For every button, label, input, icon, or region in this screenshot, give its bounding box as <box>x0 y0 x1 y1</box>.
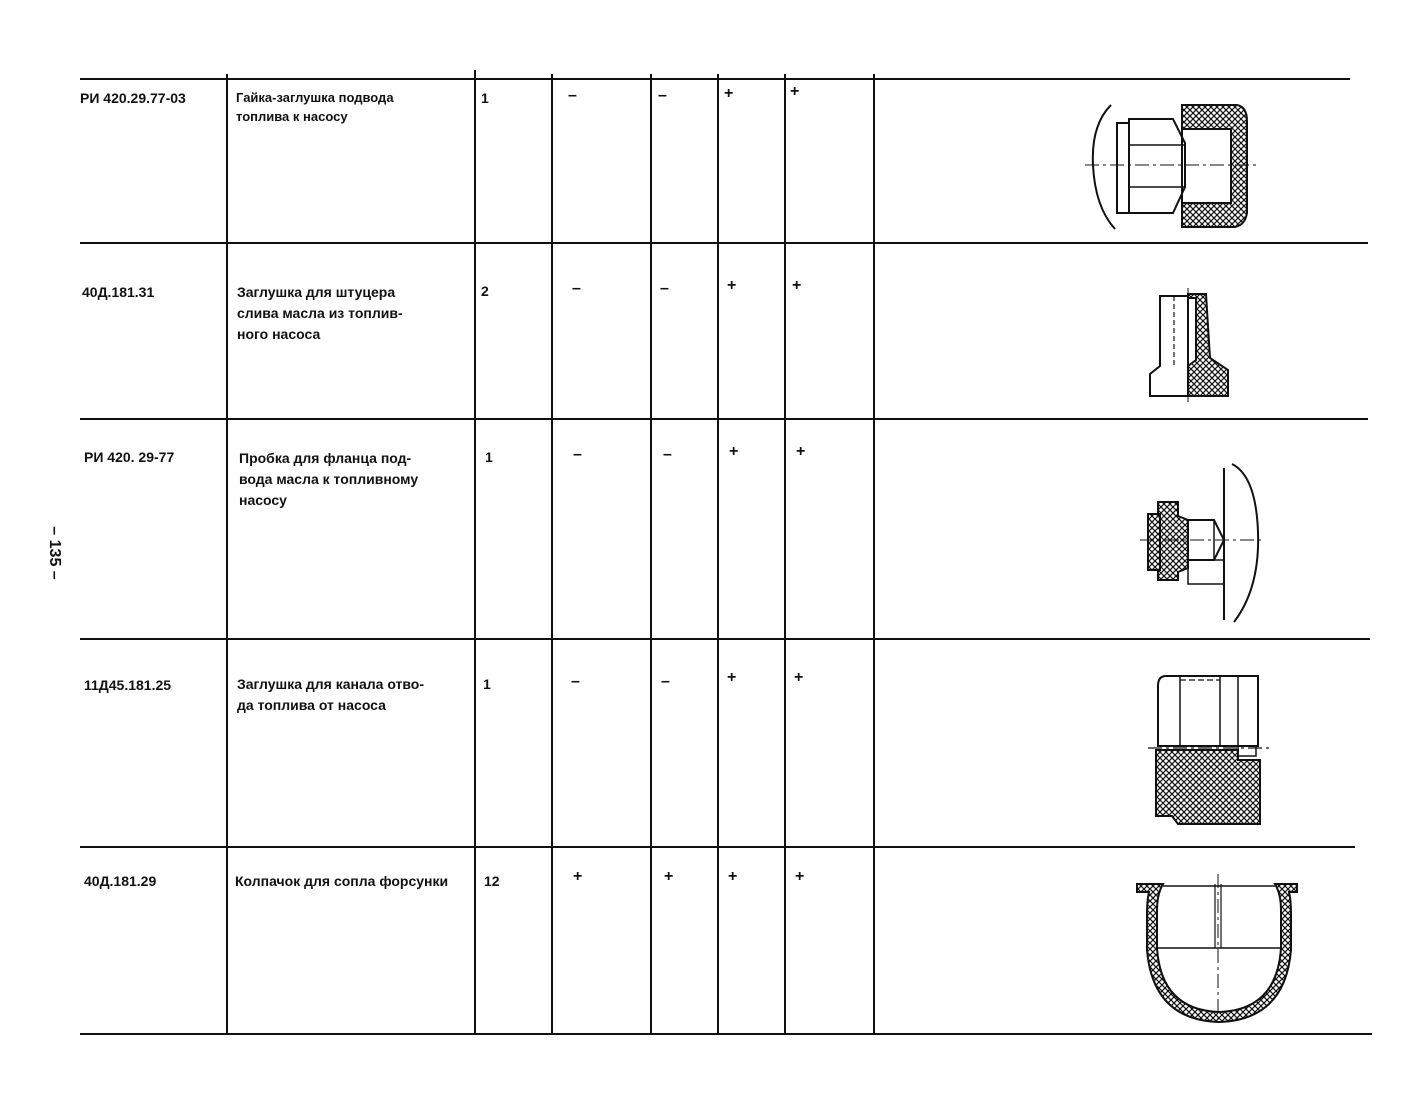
quantity: 1 <box>485 449 493 465</box>
mark-col-1: – <box>568 87 577 104</box>
mark-col-2: – <box>660 280 669 297</box>
mark-col-2: + <box>664 868 674 885</box>
part-code: 11Д45.181.25 <box>84 677 172 693</box>
quantity: 12 <box>484 873 500 889</box>
mark-col-1: – <box>571 673 580 690</box>
mark-col-4: + <box>795 868 805 885</box>
flange-stopper-drawing <box>1140 463 1264 623</box>
mark-col-2: – <box>658 87 667 104</box>
column-separator <box>784 74 786 1034</box>
mark-col-3: + <box>728 868 738 885</box>
page-number: – 135 – <box>46 526 63 580</box>
row-separator <box>80 418 1368 420</box>
fitting-plug-drawing <box>1149 288 1229 402</box>
part-code: 40Д.181.31 <box>82 284 155 300</box>
mark-col-4: + <box>796 443 806 460</box>
part-code: РИ 420. 29-77 <box>84 449 175 465</box>
column-separator <box>650 74 652 1034</box>
channel-plug-drawing <box>1148 675 1270 825</box>
mark-col-1: – <box>572 280 581 297</box>
part-name: Заглушка для штуцера слива масла из топл… <box>237 284 403 342</box>
column-separator <box>873 74 875 1034</box>
column-separator <box>226 74 228 1034</box>
row-separator <box>80 78 1350 80</box>
part-name: Заглушка для канала отво- да топлива от … <box>237 676 425 713</box>
nut-plug-drawing <box>1085 104 1257 230</box>
mark-col-1: + <box>573 868 583 885</box>
part-code: РИ 420.29.77-03 <box>80 90 186 106</box>
row-separator <box>80 638 1370 640</box>
mark-col-2: – <box>661 673 670 690</box>
mark-col-3: + <box>727 669 737 686</box>
row-separator <box>80 242 1368 244</box>
mark-col-4: + <box>792 277 802 294</box>
mark-col-4: + <box>794 669 804 686</box>
mark-col-3: + <box>729 443 739 460</box>
quantity: 1 <box>483 676 491 692</box>
mark-col-1: – <box>573 446 582 463</box>
part-name: Гайка-заглушка подвода топлива к насосу <box>236 90 394 124</box>
column-separator <box>717 74 719 1034</box>
quantity: 1 <box>481 90 489 106</box>
column-separator <box>551 74 553 1034</box>
row-separator <box>80 1033 1372 1035</box>
part-name: Пробка для фланца под- вода масла к топл… <box>239 450 419 508</box>
quantity: 2 <box>481 283 489 299</box>
mark-col-2: – <box>663 446 672 463</box>
mark-col-3: + <box>724 85 734 102</box>
column-separator <box>474 70 476 1034</box>
nozzle-cap-drawing <box>1136 874 1298 1024</box>
mark-col-3: + <box>727 277 737 294</box>
mark-col-4: + <box>790 83 800 100</box>
part-code: 40Д.181.29 <box>84 873 157 889</box>
part-name: Колпачок для сопла форсунки <box>235 873 449 889</box>
